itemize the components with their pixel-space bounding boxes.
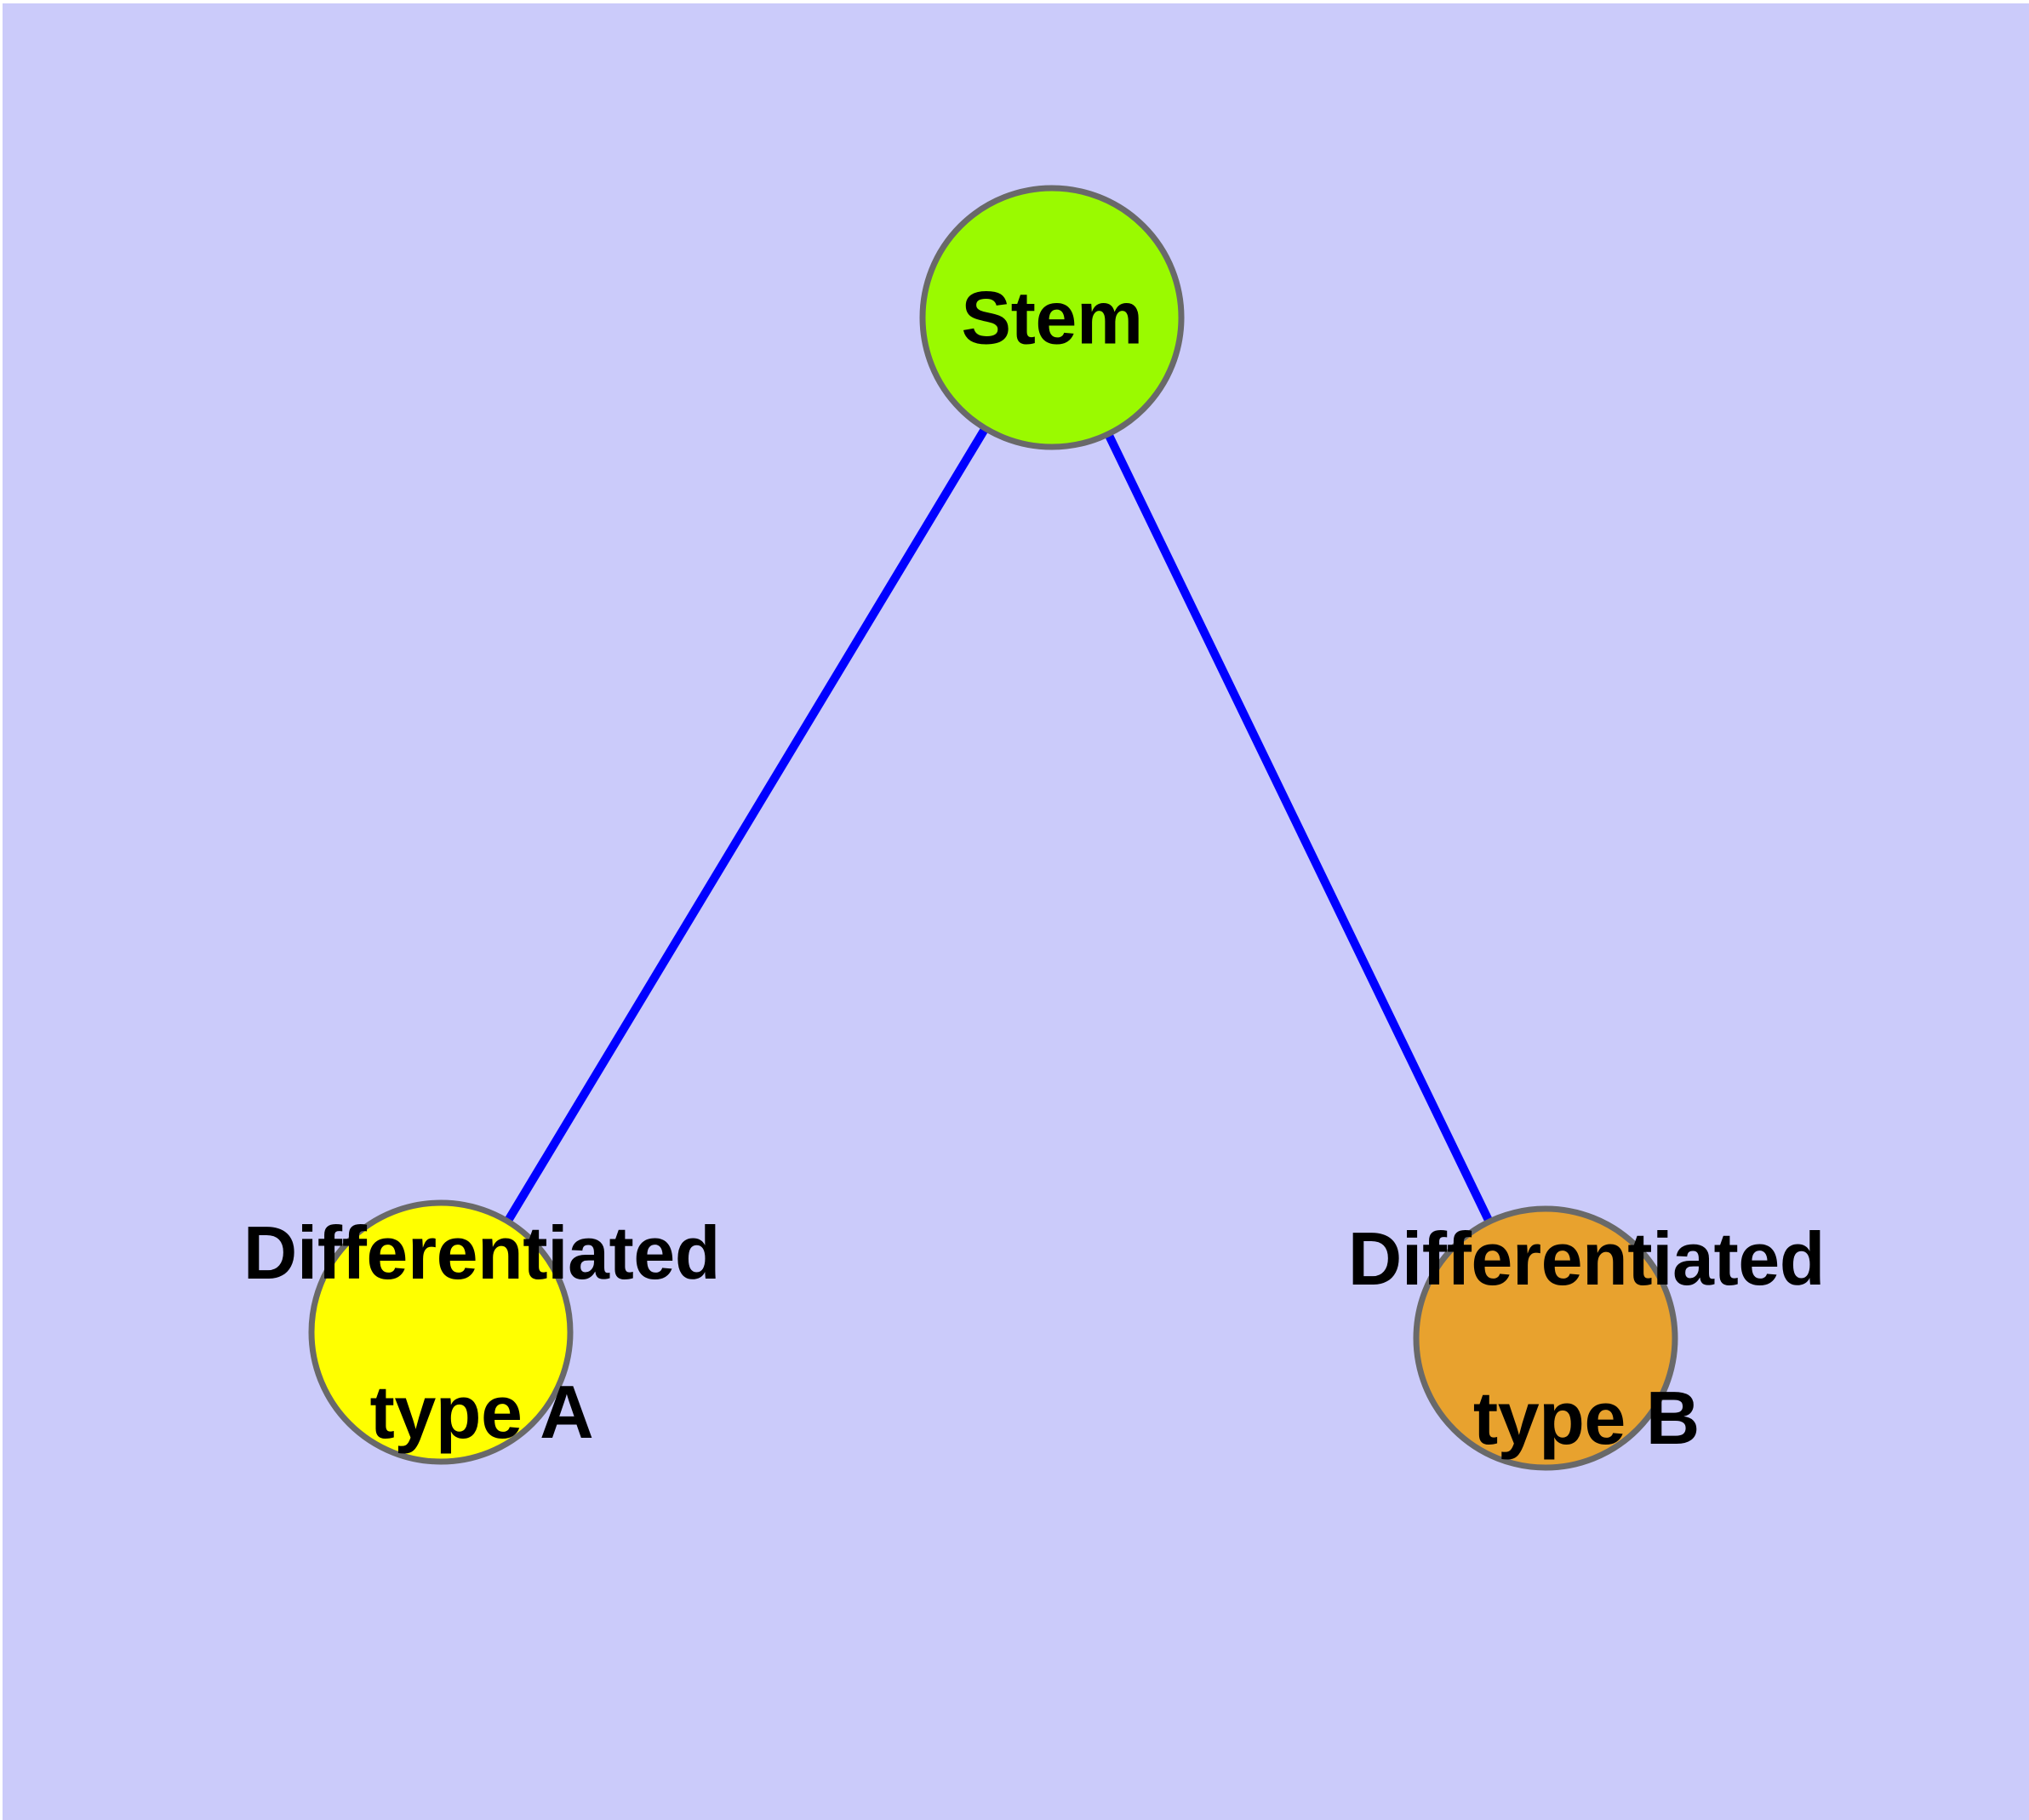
node-layer [308,185,1678,1471]
node-stem[interactable] [919,185,1185,450]
node-differentiated-type-b[interactable] [1413,1205,1678,1471]
edge-stem-to-differentiated-type-a[interactable] [504,426,989,1224]
edge-stem-to-differentiated-type-b[interactable] [1104,432,1494,1224]
edge-layer [504,426,1494,1224]
node-differentiated-type-a[interactable] [308,1199,574,1465]
